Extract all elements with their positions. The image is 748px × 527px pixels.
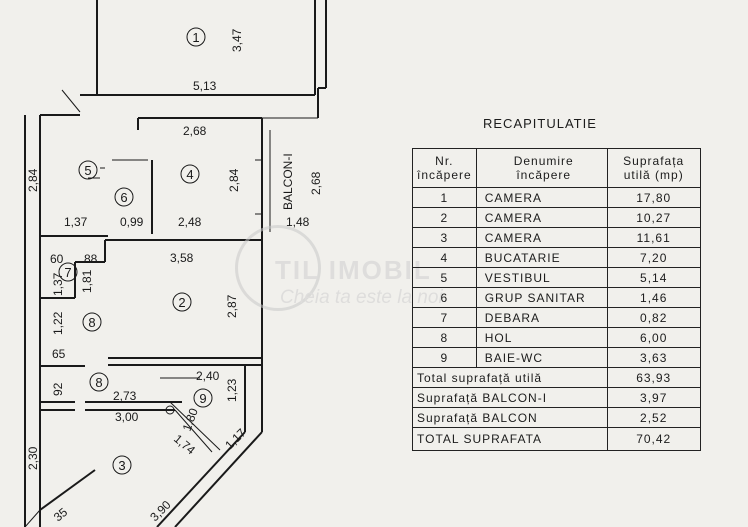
room-name-cell: BAIE-WC bbox=[475, 347, 608, 368]
room-name-cell: VESTIBUL bbox=[475, 267, 608, 288]
dimension-label: 2,68 bbox=[309, 171, 323, 195]
dimension-label: 5,13 bbox=[193, 79, 217, 93]
dimension-label: 2,73 bbox=[113, 389, 137, 403]
room-area-cell: 3,63 bbox=[606, 347, 701, 368]
room-area-cell: 6,00 bbox=[606, 327, 701, 348]
dimension-label: 3,90 bbox=[147, 497, 174, 524]
room-area-cell: 17,80 bbox=[606, 187, 701, 208]
total-value: 63,93 bbox=[606, 367, 701, 388]
room-number-cell: 5 bbox=[412, 267, 477, 288]
dimension-label: 0,99 bbox=[120, 215, 144, 229]
dimension-label: 1,81 bbox=[80, 269, 94, 293]
dimension-label: 2,68 bbox=[183, 124, 207, 138]
total-value: 3,97 bbox=[606, 387, 701, 408]
dimension-label: 3,58 bbox=[170, 251, 194, 265]
room-area-cell: 0,82 bbox=[606, 307, 701, 328]
dimension-label: 1,37 bbox=[64, 215, 88, 229]
room-name-cell: CAMERA bbox=[475, 227, 608, 248]
dimension-label: 65 bbox=[52, 347, 66, 361]
room-number-cell: 3 bbox=[412, 227, 477, 248]
dimension-label: 2,30 bbox=[26, 446, 40, 470]
dimension-label: 1,74 bbox=[171, 432, 198, 458]
room-number-cell: 2 bbox=[412, 207, 477, 228]
room-name-cell: CAMERA bbox=[475, 207, 608, 228]
total-value: 70,42 bbox=[606, 427, 701, 451]
room-area-cell: 7,20 bbox=[606, 247, 701, 268]
room-number-cell: 8 bbox=[412, 327, 477, 348]
room-area-cell: 5,14 bbox=[606, 267, 701, 288]
room-number: 7 bbox=[64, 265, 71, 280]
dimension-label: 1,48 bbox=[286, 215, 310, 229]
room-number: 8 bbox=[88, 315, 95, 330]
room-number-cell: 4 bbox=[412, 247, 477, 268]
plan-dimensions: 3,47 5,13 2,68 2,84 2,84 2,68 1,37 0,99 … bbox=[26, 28, 323, 524]
room-name-cell: HOL bbox=[475, 327, 608, 348]
room-name-cell: BUCATARIE bbox=[475, 247, 608, 268]
total-label: Suprafață BALCON bbox=[412, 407, 608, 428]
room-name-cell: CAMERA bbox=[475, 187, 608, 208]
dimension-label: 2,87 bbox=[225, 294, 239, 318]
room-number: 1 bbox=[192, 30, 199, 45]
room-area-cell: 1,46 bbox=[606, 287, 701, 308]
room-area-cell: 11,61 bbox=[606, 227, 701, 248]
room-numbers: 1 2 3 4 5 6 7 8 8 9 bbox=[58, 27, 213, 475]
dimension-label: 92 bbox=[51, 382, 65, 396]
dimension-label: 1,22 bbox=[51, 311, 65, 335]
total-label: TOTAL SUPRAFATA bbox=[412, 427, 608, 451]
dimension-label: 1,37 bbox=[51, 272, 65, 296]
room-number-cell: 1 bbox=[412, 187, 477, 208]
column-header-nr: Nr.încăpere bbox=[412, 148, 477, 188]
room-name-cell: DEBARA bbox=[475, 307, 608, 328]
dimension-label: 3,47 bbox=[230, 28, 244, 52]
room-name-cell: GRUP SANITAR bbox=[475, 287, 608, 308]
balcony-label: BALCON-I bbox=[281, 153, 295, 210]
room-number-cell: 7 bbox=[412, 307, 477, 328]
room-number: 9 bbox=[199, 391, 206, 406]
dimension-label: 2,84 bbox=[227, 168, 241, 192]
dimension-label: 35 bbox=[51, 505, 70, 525]
dimension-label: 2,84 bbox=[26, 168, 40, 192]
dimension-label: 2,40 bbox=[196, 369, 220, 383]
room-area-cell: 10,27 bbox=[606, 207, 701, 228]
room-number: 4 bbox=[186, 167, 193, 182]
floor-plan: 1 2 3 4 5 6 7 8 8 9 BALCON-I 3,47 5,13 2… bbox=[24, 0, 327, 527]
dimension-label: 60 bbox=[50, 252, 64, 266]
dimension-label: 2,48 bbox=[178, 215, 202, 229]
plan-walls bbox=[24, 0, 327, 527]
room-number: 8 bbox=[95, 375, 102, 390]
room-number: 2 bbox=[178, 295, 185, 310]
room-number-cell: 6 bbox=[412, 287, 477, 308]
total-label: Suprafață BALCON-I bbox=[412, 387, 608, 408]
total-value: 2,52 bbox=[606, 407, 701, 428]
dimension-label: 1,23 bbox=[225, 378, 239, 402]
dimension-label: 88 bbox=[84, 252, 98, 266]
total-label: Total suprafață utilă bbox=[412, 367, 608, 388]
room-number: 6 bbox=[120, 190, 127, 205]
room-number-cell: 9 bbox=[412, 347, 477, 368]
room-number: 3 bbox=[118, 458, 125, 473]
dimension-label: 3,00 bbox=[115, 410, 139, 424]
room-number: 5 bbox=[84, 163, 91, 178]
recap-title: RECAPITULATIE bbox=[483, 116, 597, 131]
